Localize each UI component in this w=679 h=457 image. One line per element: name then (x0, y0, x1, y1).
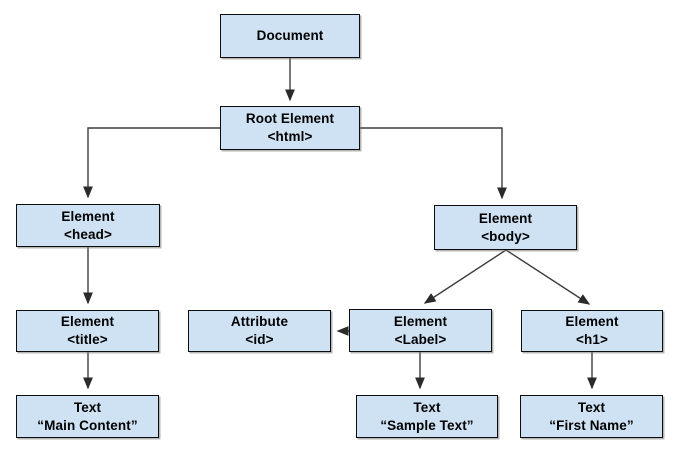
node-label: Element (61, 208, 115, 224)
node-attribute-id: Attribute <id> (188, 310, 331, 352)
edge-body-to-h1 (505, 249, 591, 305)
edge-body-to-label (423, 249, 507, 304)
node-element-body: Element <body> (434, 205, 577, 250)
node-label: Document (256, 28, 324, 43)
node-tag: <id> (245, 332, 274, 347)
node-tag: <head> (64, 226, 112, 242)
node-text-sample-text: Text “Sample Text” (356, 395, 498, 438)
node-label: Attribute (230, 314, 289, 329)
node-value: “Main Content” (37, 417, 138, 433)
node-element-title: Element <title> (16, 310, 159, 352)
node-tag: <h1> (576, 332, 608, 347)
node-element-head: Element <head> (16, 204, 160, 247)
node-label: Element (393, 313, 448, 329)
node-label: Element (565, 314, 619, 329)
edge-html-to-head (83, 127, 220, 199)
node-label: Text (73, 399, 102, 415)
node-value: “First Name” (549, 417, 634, 433)
node-label: Element (60, 314, 115, 329)
node-tag: <body> (481, 228, 530, 244)
node-text-main-content: Text “Main Content” (16, 395, 159, 438)
edge-html-to-body (360, 127, 507, 200)
node-tag: <html> (267, 129, 313, 144)
node-root-element-html: Root Element <html> (220, 106, 360, 150)
node-element-h1: Element <h1> (521, 310, 663, 352)
node-label: Text (413, 399, 441, 415)
node-element-label: Element <Label> (349, 309, 492, 352)
node-label: Text (577, 399, 606, 415)
node-document: Document (220, 14, 360, 58)
node-tag: <Label> (394, 331, 447, 347)
node-text-first-name: Text “First Name” (520, 395, 663, 438)
node-label: Element (478, 210, 533, 226)
node-value: “Sample Text” (380, 417, 474, 433)
node-tag: <title> (67, 332, 108, 347)
node-label: Root Element (245, 111, 335, 126)
